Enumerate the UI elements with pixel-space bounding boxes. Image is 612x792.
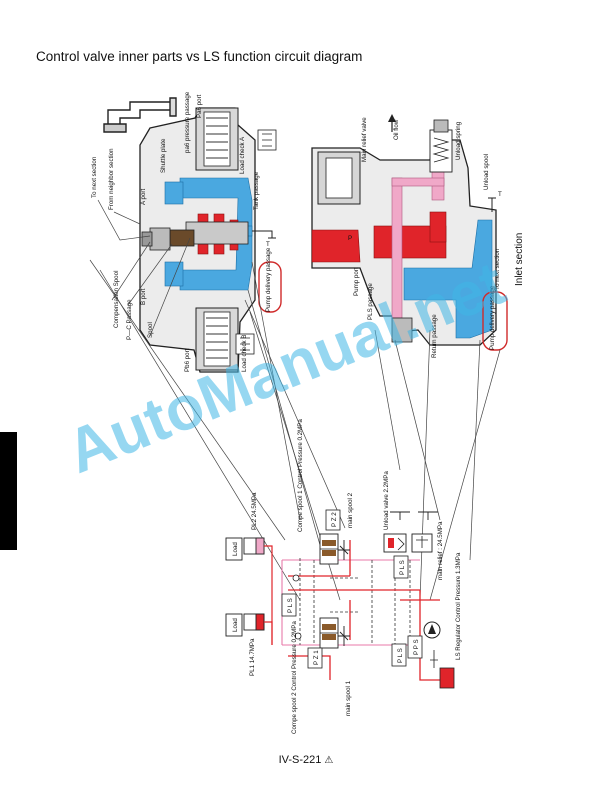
footer: IV-S-221⚠ [0, 754, 612, 766]
label-shuttle-plate: Shuttle plate [160, 138, 167, 173]
return-passage-blue [403, 219, 493, 339]
label-ls-regulator: LS Regulator Control Pressure 1.3MPa [455, 552, 462, 660]
label-main-relief: main relief : 24.5MPa [437, 521, 444, 580]
label-pump-delivery-passage-inlet: Pump delivery passage [489, 285, 496, 350]
label-compe-spool-2: Compe spool 2 Control Pressure 0.2MPa [291, 621, 298, 734]
label-pa6-port: Pa6 port [196, 94, 203, 118]
label-t-main: T [266, 241, 270, 248]
label-pump-port: Pump port [353, 267, 360, 296]
inlet-section: T P Main relief valve Oil flow Unload sp… [311, 114, 525, 358]
compensation-spool-body [169, 229, 195, 247]
label-load-lower: Load [232, 618, 239, 632]
label-pz1: P Z 1 [313, 650, 320, 665]
unload-spring-body [429, 129, 453, 173]
label-compensation-spool: Compensation Spool [113, 271, 120, 328]
label-pls-mid: P L S [399, 560, 406, 575]
label-from-neighbor-section: From neighbor section [108, 148, 115, 210]
label-a-port: A port [140, 189, 147, 205]
main-spool-1-symbol [338, 626, 350, 646]
label-pls-passage: PLS passage [367, 283, 374, 320]
pz2-box [325, 509, 341, 531]
label-pl1: PL1 14.7MPa [249, 638, 256, 676]
pls-lower-box [391, 643, 407, 667]
label-unload-spring: Unload spring [455, 121, 462, 160]
inlet-pump-delivery-highlight [482, 291, 508, 351]
label-spool: Spool [147, 322, 154, 338]
label-pls-upper: P L S [287, 598, 294, 613]
label-to-next-section-main: To next section [91, 156, 98, 198]
ls-regulator-symbol [439, 667, 455, 689]
label-t-inlet: T [498, 191, 502, 198]
warning-icon: ⚠ [324, 755, 334, 766]
label-pz2: P Z 2 [331, 512, 338, 527]
label-p: P [348, 235, 352, 242]
label-p-c-passage: P—C Passage [126, 299, 133, 340]
page-number: IV-S-221 [278, 754, 322, 766]
label-pls-lower: P L S [397, 648, 404, 663]
pls-upper-box [281, 593, 297, 617]
label-oil-flow: Oil flow [393, 119, 400, 140]
label-return-passage: Return passage [431, 314, 438, 358]
label-compe-spool-1: Compe spool 1 Control Pressure 0.2MPa [297, 419, 304, 532]
main-spool [185, 221, 249, 245]
pls-mid-box [393, 555, 409, 579]
label-inlet-section: Inlet section [514, 233, 525, 286]
label-main-relief-valve: Main relief valve [361, 117, 368, 162]
label-pa6-pressure-passage: pa6 pressure passage [184, 91, 191, 153]
pz1-box [307, 647, 323, 669]
hydraulic-circuit: Load Load PL2 24.5MPa PL1 14.7MPa [225, 419, 462, 734]
label-load-check-b: Load check B [241, 335, 248, 373]
watermark-text: AutoManual.net [57, 249, 514, 487]
pump-delivery-highlight [258, 261, 282, 313]
label-tank-passage: Tank passage [253, 171, 260, 210]
label-pl2: PL2 24.5MPa [251, 492, 258, 530]
label-main-spool-1: main spool 1 [345, 680, 352, 716]
pps-box [407, 635, 423, 659]
label-unload-valve: Unload valve 2.2MPa [383, 471, 390, 530]
page-title: Control valve inner parts vs LS function… [36, 49, 363, 64]
main-spool-2-symbol [338, 540, 350, 560]
label-main-spool-2: main spool 2 [347, 492, 354, 528]
label-b-port: B port [140, 288, 147, 305]
label-pps: P P S [413, 639, 420, 655]
label-load-upper: Load [232, 542, 239, 556]
side-tab [0, 432, 17, 550]
pipe-fitting [103, 97, 177, 133]
main-valve-section: T Pa6 port pa6 pressure passage Shuttle … [91, 91, 282, 373]
load-upper-box [225, 537, 243, 561]
label-pump-delivery-passage-main: Pump delivery passage [265, 247, 272, 312]
label-load-check-a: Load check A [239, 136, 246, 174]
load-lower-box [225, 613, 243, 637]
label-pb6-port: Pb6 port [184, 348, 191, 372]
label-to-next-section-inlet: To next section [494, 248, 501, 290]
pump-port-red [311, 229, 361, 263]
leader-lines [89, 199, 501, 601]
label-unload-spool: Unload spool [483, 154, 490, 190]
